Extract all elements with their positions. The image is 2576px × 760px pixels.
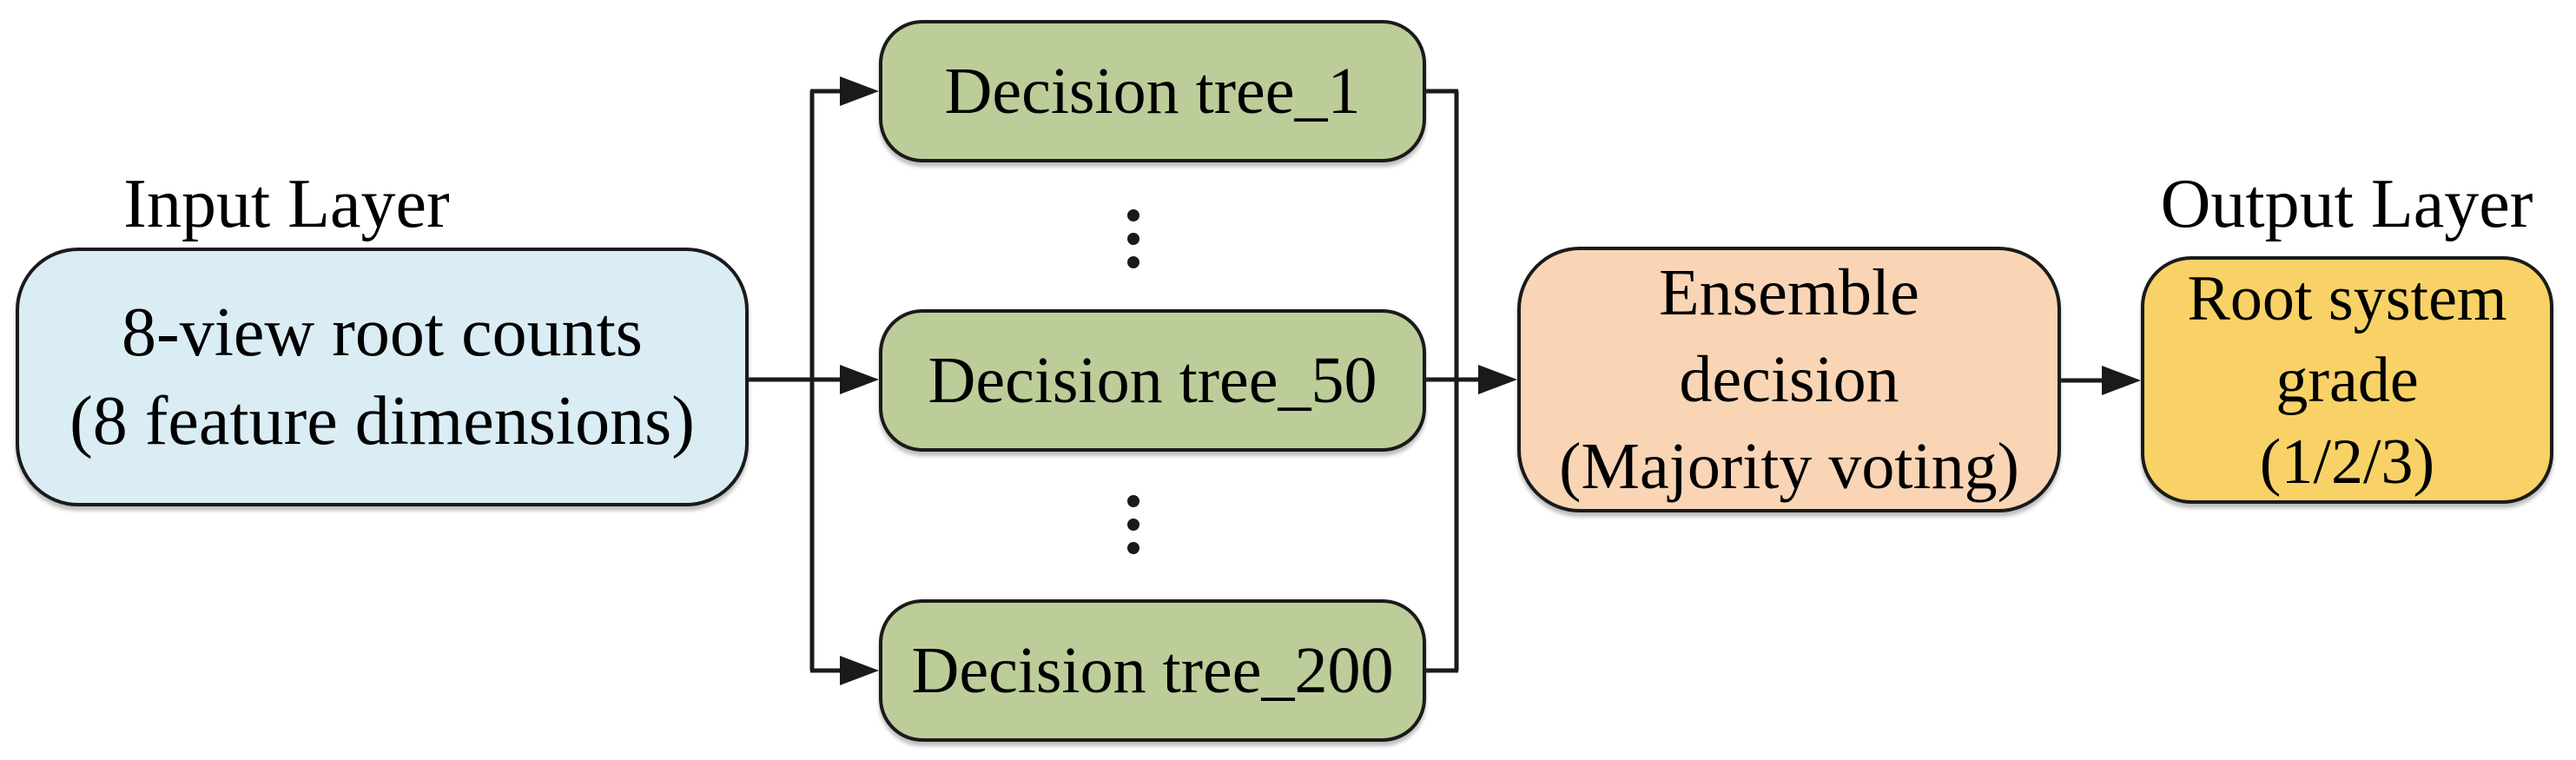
input-node-line-2: (8 feature dimensions)	[69, 383, 695, 459]
decision-tree-50-label: Decision tree_50	[928, 344, 1377, 417]
arrowhead-ensemble-to-output	[2102, 366, 2141, 395]
output-node-line-2: grade	[2275, 344, 2419, 416]
ensemble-decision-node: Ensemble decision (Majority voting)	[1517, 247, 2061, 512]
arrowhead-branch-to-tree1	[840, 76, 879, 106]
arrowhead-input-to-tree50	[840, 365, 879, 394]
output-node-line-1: Root system	[2187, 262, 2507, 334]
arrowhead-trees-to-ensemble	[1478, 365, 1517, 394]
output-node: Root system grade (1/2/3)	[2141, 256, 2553, 504]
decision-tree-200-node: Decision tree_200	[879, 599, 1426, 742]
output-node-line-3: (1/2/3)	[2259, 426, 2435, 498]
output-layer-label: Output Layer	[2160, 166, 2533, 242]
vertical-ellipsis-icon-top	[1127, 209, 1139, 268]
input-layer-label: Input Layer	[123, 166, 450, 242]
input-node: 8-view root counts (8 feature dimensions…	[16, 248, 749, 506]
decision-tree-1-node: Decision tree_1	[879, 20, 1426, 162]
ensemble-node-line-2: decision	[1679, 343, 1899, 416]
vertical-ellipsis-icon-bottom	[1127, 495, 1139, 554]
arrowhead-branch-to-tree200	[840, 656, 879, 685]
ensemble-node-line-1: Ensemble	[1659, 256, 1919, 329]
decision-tree-1-label: Decision tree_1	[944, 55, 1361, 128]
input-node-line-1: 8-view root counts	[122, 294, 643, 371]
ensemble-node-line-3: (Majority voting)	[1559, 430, 2019, 503]
decision-tree-50-node: Decision tree_50	[879, 309, 1426, 452]
decision-tree-200-label: Decision tree_200	[911, 634, 1394, 707]
